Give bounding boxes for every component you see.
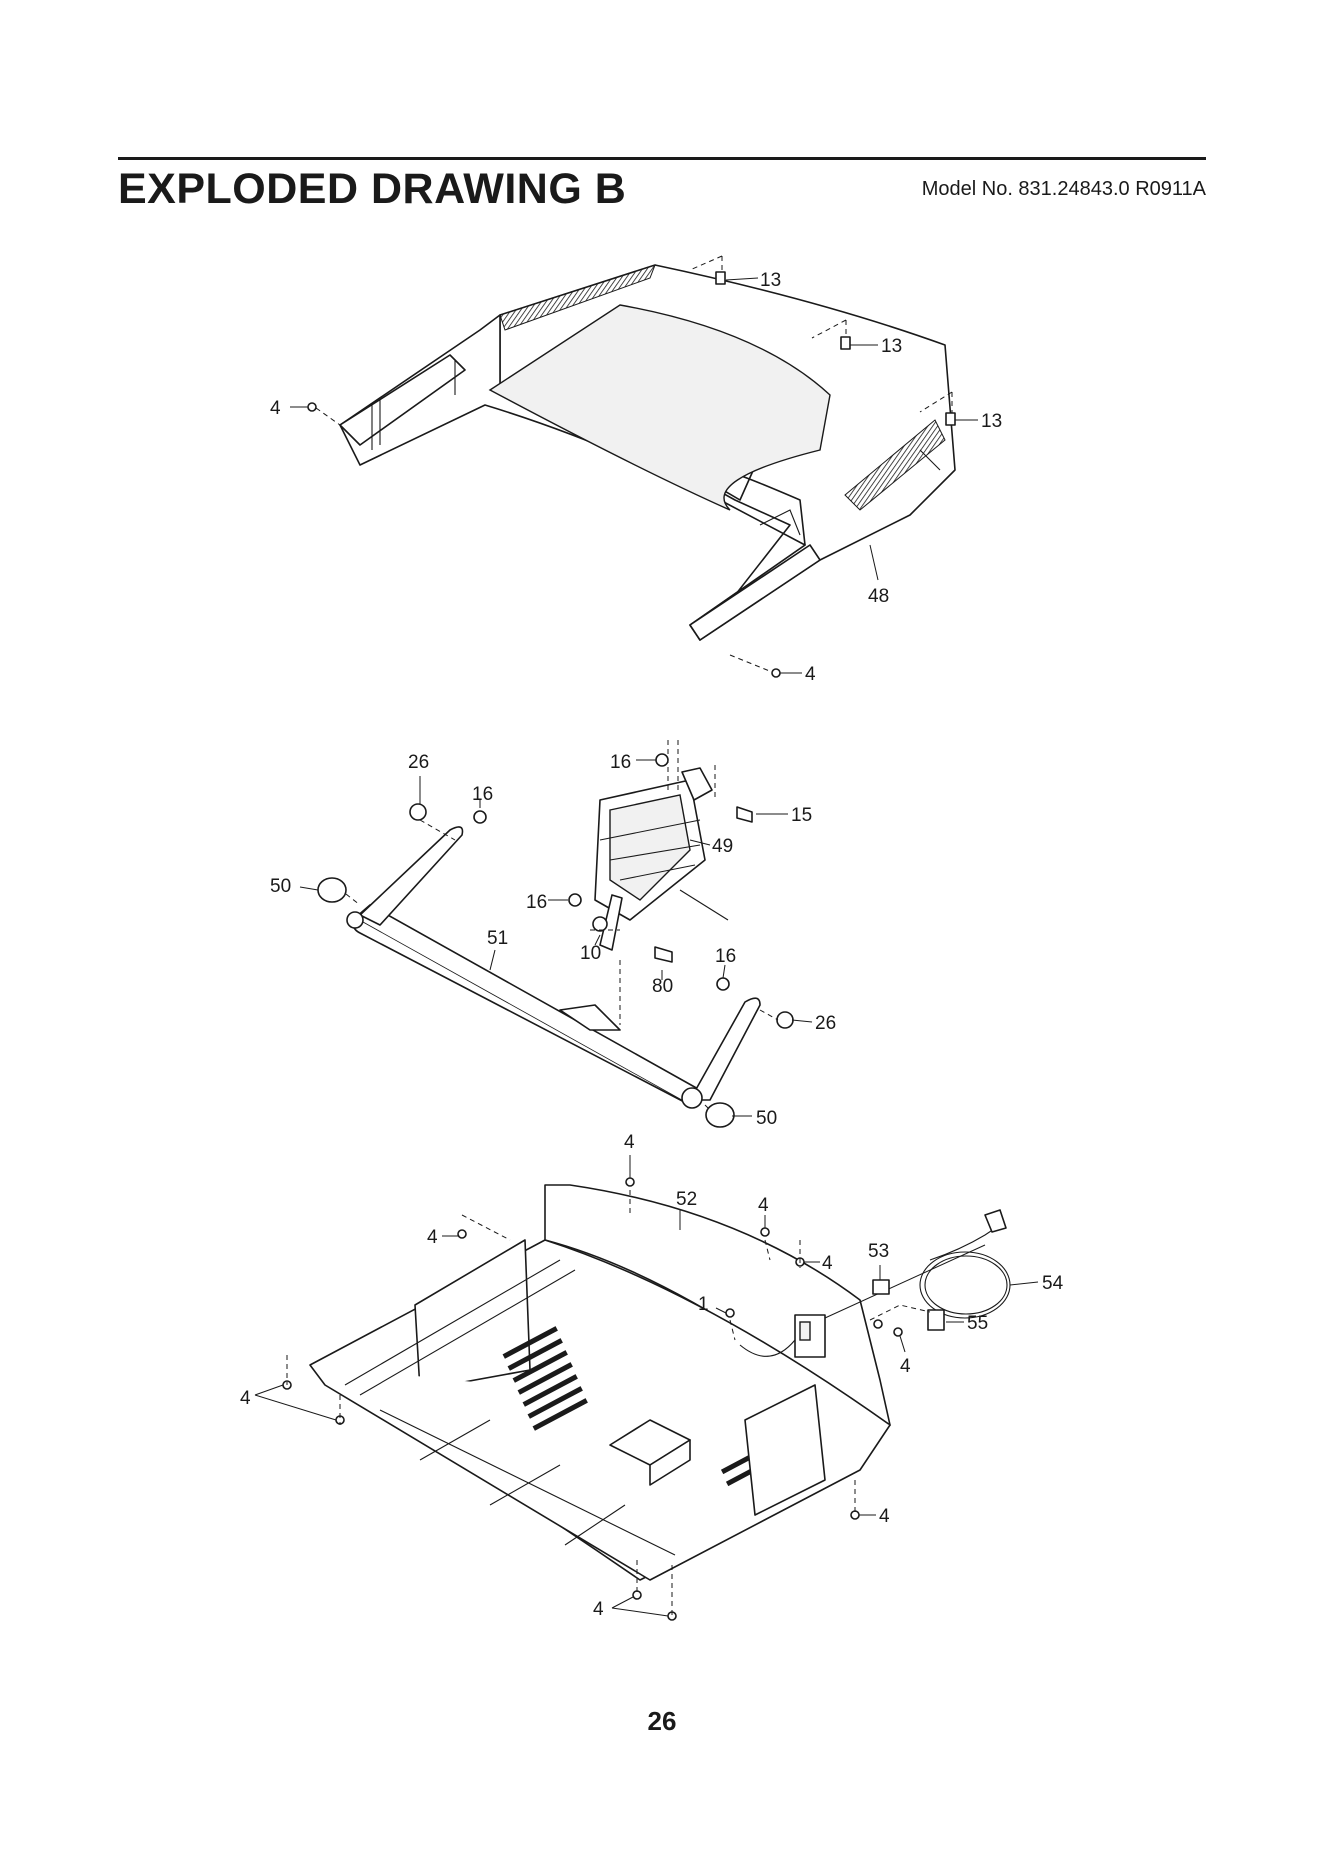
callout-16: 16 (715, 946, 736, 967)
callout-80: 80 (652, 976, 673, 997)
callout-55: 55 (967, 1313, 988, 1334)
callout-16: 16 (610, 752, 631, 773)
callout-26: 26 (408, 752, 429, 773)
callout-4: 4 (624, 1132, 635, 1153)
callout-4: 4 (240, 1388, 251, 1409)
callout-4: 4 (270, 398, 281, 419)
callout-4: 4 (758, 1195, 769, 1216)
callout-50: 50 (270, 876, 291, 897)
callout-1: 1 (698, 1294, 709, 1315)
callout-54: 54 (1042, 1273, 1064, 1294)
motor-assembly (318, 740, 793, 1127)
callout-4: 4 (593, 1599, 604, 1620)
callout-15: 15 (791, 805, 812, 826)
callout-13: 13 (760, 270, 781, 291)
callout-4: 4 (900, 1356, 911, 1377)
callout-49: 49 (712, 836, 733, 857)
callout-52: 52 (676, 1189, 697, 1210)
callout-4: 4 (427, 1227, 438, 1248)
callout-50: 50 (756, 1108, 777, 1129)
callout-16: 16 (472, 784, 493, 805)
page-number: 26 (0, 1706, 1324, 1737)
callout-13: 13 (981, 411, 1002, 432)
callout-16: 16 (526, 892, 547, 913)
callout-4: 4 (879, 1506, 890, 1527)
callout-48: 48 (868, 586, 889, 607)
callout-4: 4 (805, 664, 816, 685)
callout-53: 53 (868, 1241, 889, 1262)
callout-26: 26 (815, 1013, 836, 1034)
callout-51: 51 (487, 928, 508, 949)
hood-base (283, 1178, 1010, 1620)
callout-13: 13 (881, 336, 902, 357)
callout-4: 4 (822, 1253, 833, 1274)
motor-hood (308, 256, 955, 677)
callout-10: 10 (580, 943, 601, 964)
